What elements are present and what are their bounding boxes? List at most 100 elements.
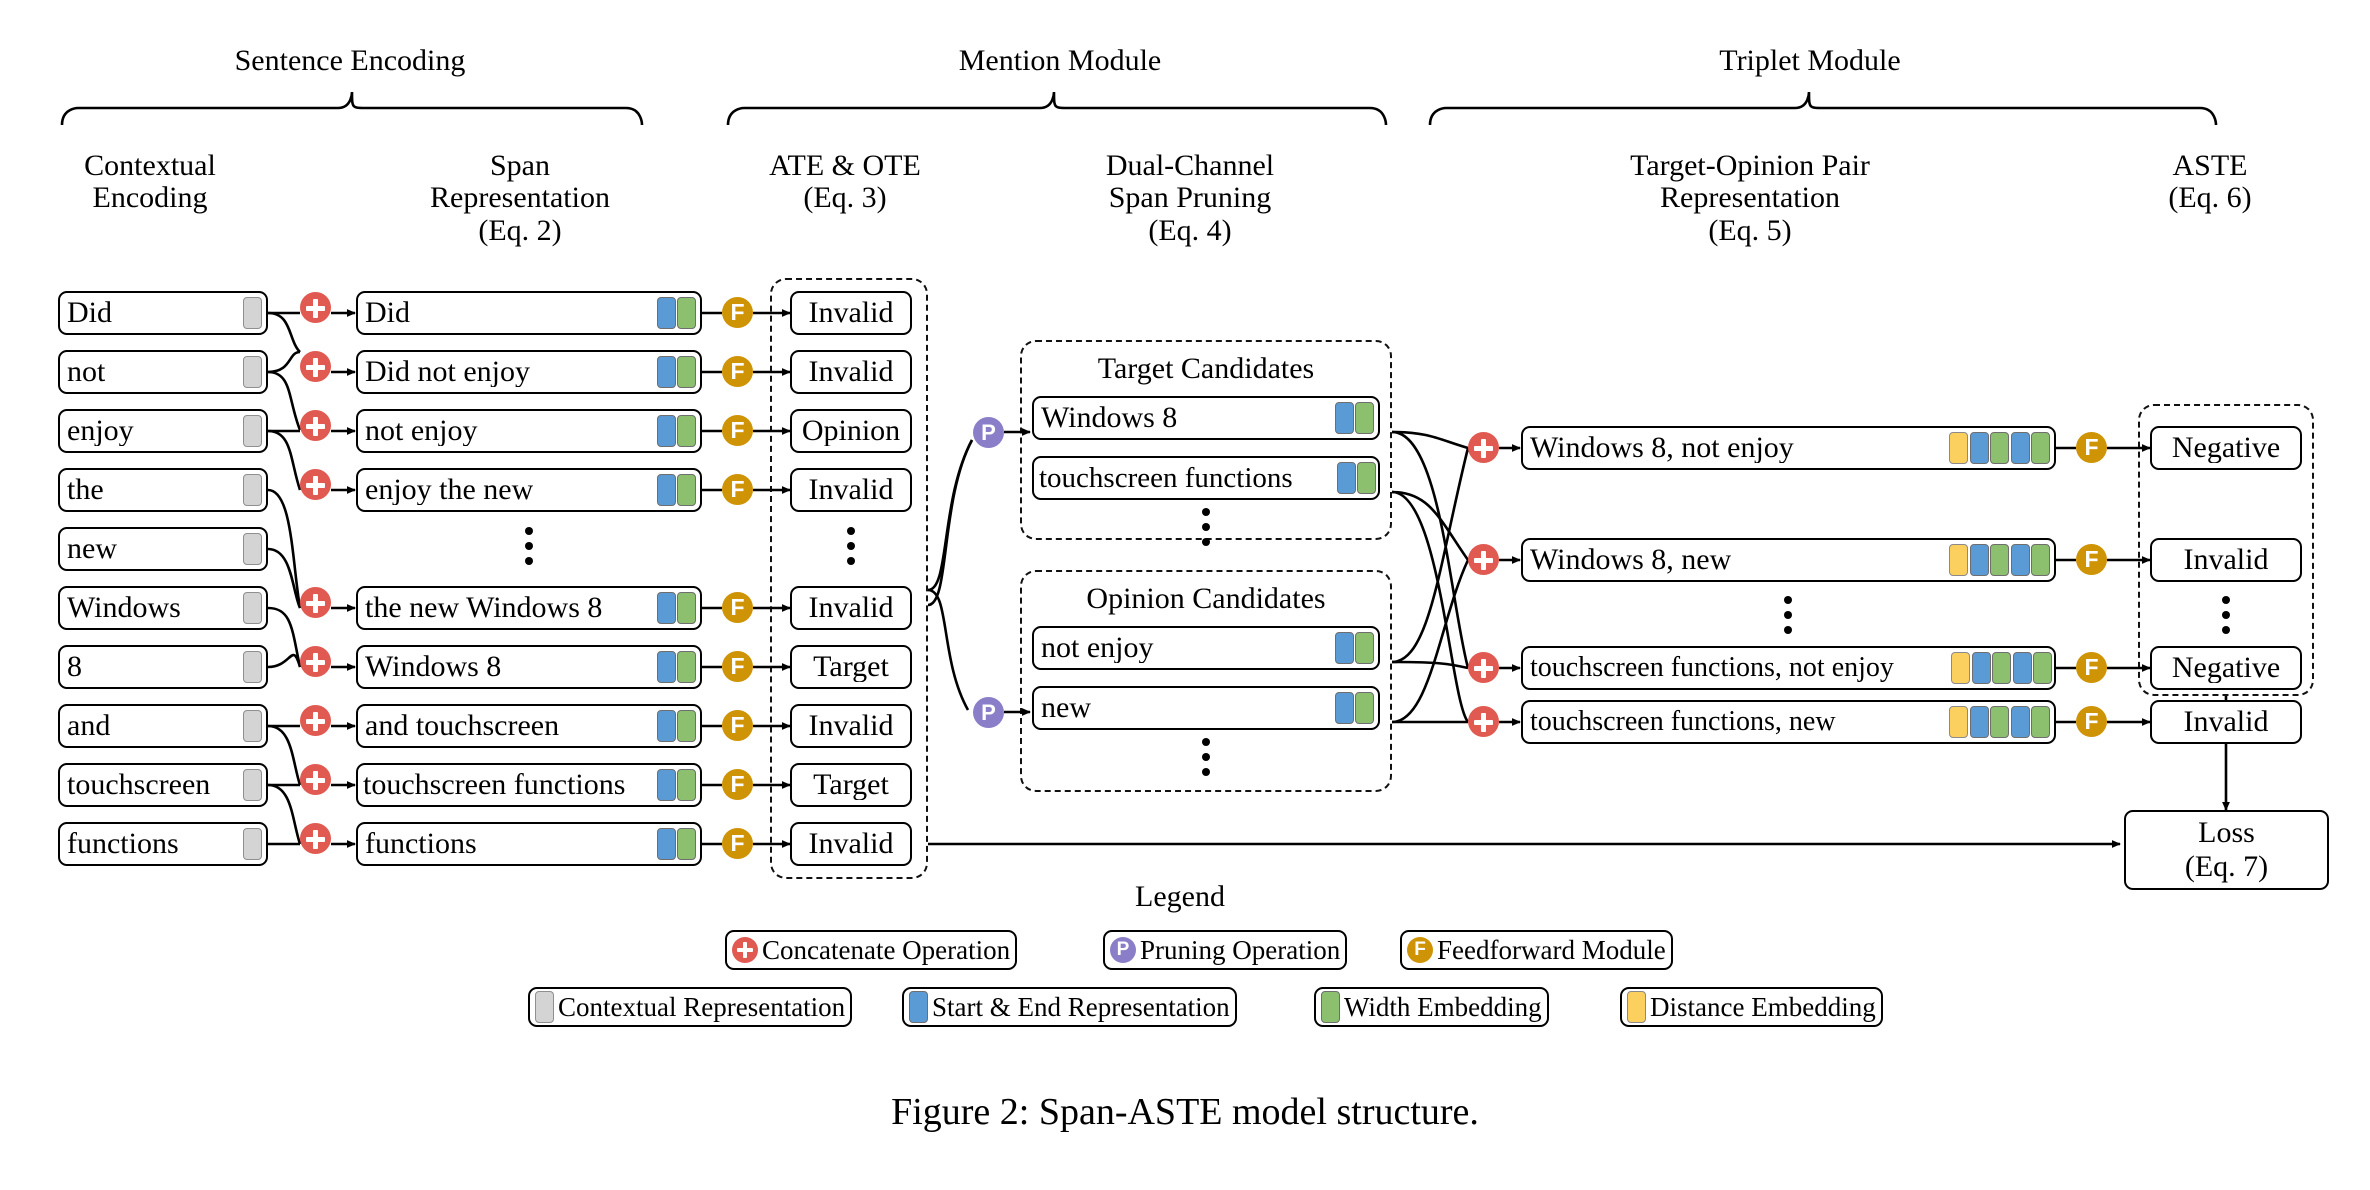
span-box[interactable]: and touchscreen xyxy=(356,704,702,748)
mention-label-box[interactable]: Invalid xyxy=(790,822,912,866)
mention-label: Invalid xyxy=(808,357,894,387)
feedforward-icon[interactable]: F xyxy=(722,828,753,859)
pair-box[interactable]: touchscreen functions, not enjoy xyxy=(1521,646,2056,690)
opinion-candidate-box[interactable]: not enjoy xyxy=(1032,626,1380,670)
ate-ote-container xyxy=(770,278,928,879)
col-line2: Encoding xyxy=(92,181,208,215)
start-end-chip xyxy=(1969,706,1989,738)
feedforward-icon[interactable]: F xyxy=(2076,706,2107,737)
width-chip xyxy=(1355,402,1374,434)
token-box[interactable]: Did xyxy=(58,291,268,335)
span-box[interactable]: touchscreen functions xyxy=(356,763,702,807)
token-box[interactable]: touchscreen xyxy=(58,763,268,807)
candidate-text: touchscreen functions xyxy=(1039,463,1293,493)
mention-label-box[interactable]: Opinion xyxy=(790,409,912,453)
concatenate-icon[interactable] xyxy=(300,410,331,441)
feedforward-icon[interactable]: F xyxy=(722,356,753,387)
mention-label: Invalid xyxy=(808,298,894,328)
mention-label: Target xyxy=(813,652,889,682)
span-chips xyxy=(656,592,696,624)
width-chip xyxy=(1321,991,1340,1023)
token-box[interactable]: and xyxy=(58,704,268,748)
width-chip xyxy=(1990,544,2009,576)
col-line3: (Eq. 4) xyxy=(1148,213,1232,247)
feedforward-icon[interactable]: F xyxy=(722,710,753,741)
span-text: the new Windows 8 xyxy=(365,593,603,623)
target-candidate-box[interactable]: touchscreen functions xyxy=(1032,456,1380,500)
feedforward-icon[interactable]: F xyxy=(722,651,753,682)
target-candidate-box[interactable]: Windows 8 xyxy=(1032,396,1380,440)
feedforward-icon[interactable]: F xyxy=(722,769,753,800)
span-box[interactable]: not enjoy xyxy=(356,409,702,453)
mention-label-box[interactable]: Invalid xyxy=(790,350,912,394)
span-box[interactable]: Did xyxy=(356,291,702,335)
mention-label-box[interactable]: Invalid xyxy=(790,704,912,748)
column-title-dual-channel-span-pruning: Dual-Channel Span Pruning (Eq. 4) xyxy=(1010,149,1370,247)
opinion-candidate-box[interactable]: new xyxy=(1032,686,1380,730)
token-text: the xyxy=(67,475,104,505)
start-end-chip xyxy=(1334,632,1354,664)
pruning-icon[interactable]: P xyxy=(973,417,1004,448)
token-box[interactable]: new xyxy=(58,527,268,571)
legend-item-concatenate: Concatenate Operation xyxy=(725,930,1018,970)
concatenate-icon[interactable] xyxy=(1468,706,1499,737)
token-chips xyxy=(243,533,262,565)
col-line2: Representation xyxy=(430,181,610,215)
aste-label-box[interactable]: Invalid xyxy=(2150,700,2302,744)
concatenate-icon[interactable] xyxy=(300,469,331,500)
start-end-chip xyxy=(2010,432,2030,464)
span-box[interactable]: Did not enjoy xyxy=(356,350,702,394)
concatenate-icon[interactable] xyxy=(1468,652,1499,683)
feedforward-icon[interactable]: F xyxy=(722,592,753,623)
concatenate-icon[interactable] xyxy=(300,587,331,618)
feedforward-icon[interactable]: F xyxy=(722,297,753,328)
token-box[interactable]: not xyxy=(58,350,268,394)
concatenate-icon[interactable] xyxy=(1468,432,1499,463)
pair-box[interactable]: Windows 8, not enjoy xyxy=(1521,426,2056,470)
pruning-icon[interactable]: P xyxy=(973,697,1004,728)
concatenate-icon[interactable] xyxy=(1468,544,1499,575)
mention-label-box[interactable]: Invalid xyxy=(790,291,912,335)
concatenate-icon[interactable] xyxy=(300,351,331,382)
start-end-chip xyxy=(656,474,676,506)
feedforward-icon[interactable]: F xyxy=(722,415,753,446)
feedforward-icon[interactable]: F xyxy=(2076,652,2107,683)
token-box[interactable]: 8 xyxy=(58,645,268,689)
start-end-chip xyxy=(656,592,676,624)
token-box[interactable]: functions xyxy=(58,822,268,866)
concatenate-icon[interactable] xyxy=(300,823,331,854)
concatenate-icon[interactable] xyxy=(300,705,331,736)
width-chip xyxy=(677,592,696,624)
group-title-sentence-encoding: Sentence Encoding xyxy=(234,44,466,77)
concatenate-icon[interactable] xyxy=(300,292,331,323)
aste-label-box[interactable]: Negative xyxy=(2150,426,2302,470)
mention-label-box[interactable]: Target xyxy=(790,645,912,689)
pruning-icon: P xyxy=(1110,937,1136,963)
span-box[interactable]: Windows 8 xyxy=(356,645,702,689)
span-box[interactable]: functions xyxy=(356,822,702,866)
aste-label-box[interactable]: Invalid xyxy=(2150,538,2302,582)
pair-chips xyxy=(1949,706,2050,738)
span-box[interactable]: the new Windows 8 xyxy=(356,586,702,630)
pair-box[interactable]: touchscreen functions, new xyxy=(1521,700,2056,744)
token-box[interactable]: enjoy xyxy=(58,409,268,453)
candidate-text: Windows 8 xyxy=(1041,403,1178,433)
concatenate-icon[interactable] xyxy=(300,646,331,677)
aste-label-box[interactable]: Negative xyxy=(2150,646,2302,690)
concatenate-icon[interactable] xyxy=(300,764,331,795)
mention-label-box[interactable]: Invalid xyxy=(790,468,912,512)
token-chips xyxy=(243,710,262,742)
mention-label-box[interactable]: Invalid xyxy=(790,586,912,630)
token-box[interactable]: Windows xyxy=(58,586,268,630)
pair-box[interactable]: Windows 8, new xyxy=(1521,538,2056,582)
target-candidates-ellipsis xyxy=(1202,508,1210,546)
feedforward-icon[interactable]: F xyxy=(2076,544,2107,575)
loss-box[interactable]: Loss (Eq. 7) xyxy=(2124,810,2329,890)
column-title-ate-ote: ATE & OTE (Eq. 3) xyxy=(710,149,980,215)
span-box[interactable]: enjoy the new xyxy=(356,468,702,512)
mention-label-box[interactable]: Target xyxy=(790,763,912,807)
feedforward-icon[interactable]: F xyxy=(722,474,753,505)
opinion-candidates-ellipsis xyxy=(1202,738,1210,776)
feedforward-icon[interactable]: F xyxy=(2076,432,2107,463)
token-box[interactable]: the xyxy=(58,468,268,512)
